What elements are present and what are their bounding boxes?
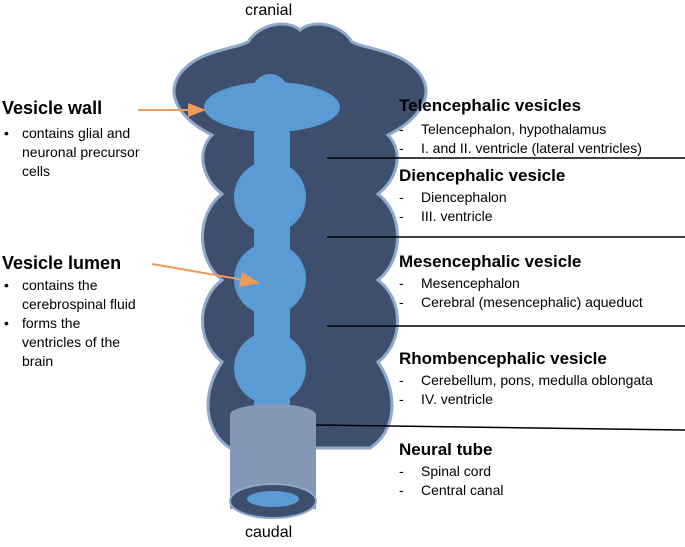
neural-tube-heading: Neural tube [399, 440, 493, 459]
vesicle-lumen-arrow [151, 263, 260, 287]
list-item: Diencephalon [399, 188, 507, 207]
vesicle-wall-bullets: contains glial and neuronal precursor ce… [2, 124, 140, 181]
caudal-label: caudal [245, 524, 293, 541]
list-item: I. and II. ventricle (lateral ventricles… [399, 139, 642, 158]
mesencephalic-heading: Mesencephalic vesicle [399, 252, 582, 271]
diencephalic-lumen [234, 161, 306, 233]
diencephalic-items: Diencephalon III. ventricle [399, 188, 507, 226]
list-item: Telencephalon, hypothalamus [399, 120, 642, 139]
vesicle-lumen [204, 74, 340, 410]
rhombencephalic-items: Cerebellum, pons, medulla oblongata IV. … [399, 371, 653, 409]
telencephalic-items: Telencephalon, hypothalamus I. and II. v… [399, 120, 642, 158]
list-item: Spinal cord [399, 462, 504, 481]
vesicle-lumen-bullets: contains the cerebrospinal fluid forms t… [2, 276, 136, 371]
tube-central-canal [247, 491, 299, 507]
rhombencephalic-heading: Rhombencephalic vesicle [399, 349, 607, 368]
list-item: Central canal [399, 481, 504, 500]
list-item: contains the cerebrospinal fluid [2, 276, 136, 314]
rhombencephalic-lumen [234, 332, 306, 404]
list-item: forms the ventricles of the brain [2, 314, 136, 371]
neural-tube-items: Spinal cord Central canal [399, 462, 504, 500]
neural-tube-cylinder [229, 404, 317, 519]
divider-line-4 [315, 424, 685, 431]
list-item: III. ventricle [399, 207, 507, 226]
vesicle-lumen-heading: Vesicle lumen [2, 253, 122, 273]
vesicle-wall [172, 22, 428, 450]
vesicle-wall-arrow [138, 103, 206, 117]
tube-top [230, 404, 316, 426]
list-item: Cerebellum, pons, medulla oblongata [399, 371, 653, 390]
telencephalic-heading: Telencephalic vesicles [399, 96, 582, 115]
diencephalic-heading: Diencephalic vesicle [399, 166, 566, 185]
cranial-label: cranial [245, 2, 293, 19]
list-item: IV. ventricle [399, 390, 653, 409]
list-item: Mesencephalon [399, 274, 643, 293]
vesicle-wall-heading: Vesicle wall [2, 98, 103, 118]
mesencephalic-lumen [234, 243, 306, 315]
mesencephalic-items: Mesencephalon Cerebral (mesencephalic) a… [399, 274, 643, 312]
list-item: contains glial and neuronal precursor ce… [2, 124, 140, 181]
list-item: Cerebral (mesencephalic) aqueduct [399, 293, 643, 312]
